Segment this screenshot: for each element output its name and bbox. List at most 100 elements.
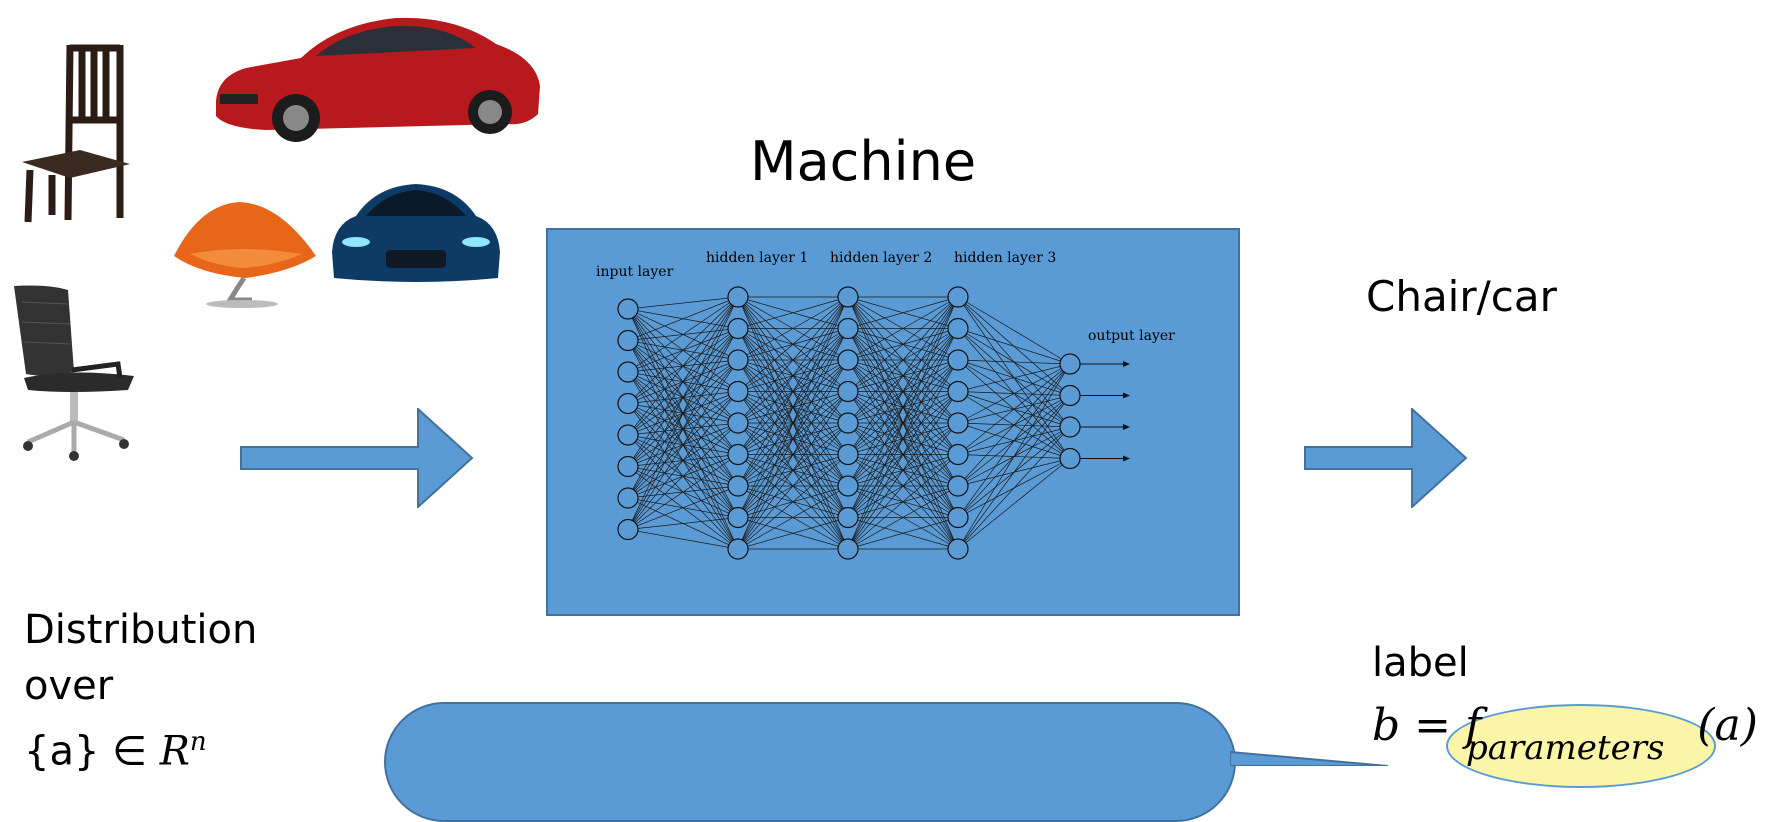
output-layer-label: output layer <box>1088 328 1175 344</box>
network-edge <box>957 363 1071 518</box>
network-node-layer-1 <box>617 518 639 541</box>
network-edge <box>627 328 739 530</box>
network-edge <box>737 296 849 329</box>
real-space-symbol: R <box>159 728 190 775</box>
red-car-icon <box>216 17 540 142</box>
output-arrow-icon <box>1304 408 1468 508</box>
network-edge <box>737 328 849 550</box>
network-node-layer-5 <box>1059 384 1081 407</box>
network-edge <box>627 391 739 530</box>
network-edge <box>957 363 1071 455</box>
network-edge <box>627 296 739 530</box>
network-node-layer-1 <box>617 487 639 509</box>
network-node-layer-2 <box>727 412 749 434</box>
office-chair-icon <box>14 285 134 461</box>
network-node-layer-4 <box>947 412 969 434</box>
network-edge <box>627 422 739 530</box>
network-edge <box>957 458 1071 550</box>
network-edge <box>627 517 739 530</box>
dist-line-3: {a} ∈ Rn <box>24 714 257 779</box>
wooden-chair-icon <box>22 44 130 223</box>
network-node-layer-3 <box>837 286 859 308</box>
network-node-layer-4 <box>947 380 969 403</box>
network-node-layer-5 <box>1059 353 1081 375</box>
network-edge <box>957 359 1071 365</box>
network-node-layer-3 <box>837 349 859 371</box>
output-arrow-head <box>1123 361 1130 367</box>
network-node-layer-2 <box>727 286 749 308</box>
network-edge <box>627 454 739 530</box>
hidden-layer-1-label: hidden layer 1 <box>706 250 808 266</box>
neural-network-svg: input layer hidden layer 1 hidden layer … <box>596 250 1175 560</box>
network-node-layer-4 <box>947 443 969 466</box>
network-edge <box>737 485 849 550</box>
network-node-layer-1 <box>617 392 639 415</box>
network-edge <box>737 517 849 550</box>
machine-title: Machine <box>750 130 977 193</box>
network-edge <box>627 485 739 530</box>
network-node-layer-2 <box>727 349 749 371</box>
network-node-layer-4 <box>947 286 969 308</box>
network-edge <box>847 296 959 455</box>
network-edge <box>627 296 739 341</box>
network-node-layer-2 <box>727 538 749 560</box>
set-notation: {a} ∈ <box>24 728 160 775</box>
network-edge <box>847 296 959 550</box>
network-edge <box>847 422 959 550</box>
network-edge <box>957 395 1071 550</box>
network-node-layer-4 <box>947 538 969 560</box>
network-edge <box>957 363 1071 487</box>
network-edge <box>627 529 739 550</box>
network-edge <box>847 359 959 550</box>
network-edge <box>737 391 849 550</box>
network-edge <box>847 391 959 550</box>
speech-callout <box>384 702 1236 822</box>
network-edge <box>627 296 739 404</box>
network-nodes <box>617 286 1081 560</box>
network-edge <box>847 296 959 329</box>
network-edges <box>627 296 1071 550</box>
network-edge <box>737 454 849 550</box>
network-edge <box>847 296 959 392</box>
dist-line-2: over <box>24 663 114 709</box>
output-arrows <box>1080 361 1130 462</box>
network-edge <box>627 296 739 436</box>
network-edge <box>847 296 959 424</box>
network-edge <box>847 454 959 550</box>
network-edge <box>737 296 849 361</box>
network-node-layer-5 <box>1059 447 1081 470</box>
callout-tail-icon <box>1230 750 1389 766</box>
output-arrow-head <box>1123 424 1130 430</box>
network-edge <box>737 296 849 392</box>
network-node-layer-2 <box>727 443 749 466</box>
input-distribution-text: Distribution over {a} ∈ Rn <box>24 602 257 779</box>
network-node-layer-2 <box>727 475 749 497</box>
network-node-layer-1 <box>617 329 639 352</box>
network-edge <box>957 426 1071 550</box>
network-node-layer-4 <box>947 506 969 529</box>
network-node-layer-1 <box>617 455 639 478</box>
network-node-layer-3 <box>837 443 859 466</box>
network-edge <box>737 359 849 550</box>
network-edge <box>957 328 1071 365</box>
orange-chair-icon <box>174 202 316 308</box>
input-layer-label: input layer <box>596 264 674 280</box>
network-edge <box>847 296 959 361</box>
input-arrow-icon <box>240 408 474 508</box>
dist-line-1: Distribution <box>24 607 258 653</box>
network-node-layer-3 <box>837 538 859 560</box>
network-edge <box>737 422 849 550</box>
network-edge <box>737 296 849 455</box>
network-edge <box>737 296 849 550</box>
network-edge <box>847 328 959 550</box>
network-node-layer-3 <box>837 380 859 403</box>
network-node-layer-3 <box>837 412 859 434</box>
hidden-layer-3-label: hidden layer 3 <box>954 250 1056 266</box>
network-edge <box>737 296 849 518</box>
network-node-layer-1 <box>617 361 639 383</box>
network-edge <box>737 296 849 487</box>
output-class-label: Chair/car <box>1366 272 1557 321</box>
network-node-layer-5 <box>1059 416 1081 438</box>
network-edge <box>847 296 959 487</box>
network-node-layer-4 <box>947 317 969 340</box>
